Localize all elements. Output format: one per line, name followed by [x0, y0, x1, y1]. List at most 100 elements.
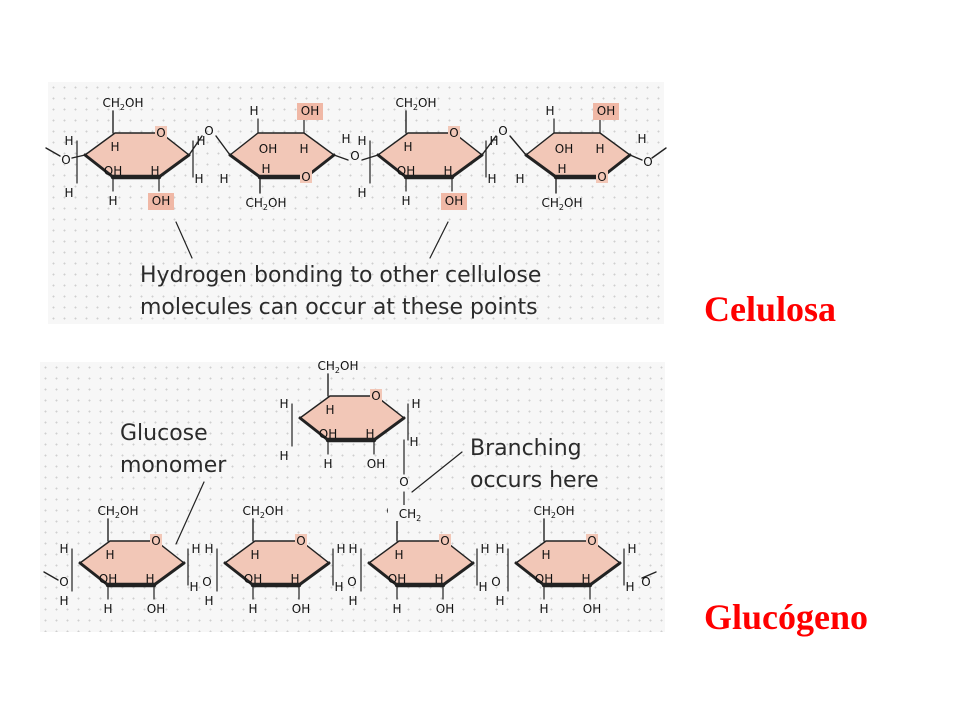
hydrogen-atom: H	[625, 580, 634, 594]
bonding-site-highlight	[297, 103, 323, 120]
hydrogen-atom: H	[487, 172, 496, 186]
hydrogen-atom: H	[261, 162, 270, 176]
annotation-pointer	[175, 481, 205, 545]
ring-front-edge	[367, 561, 399, 587]
cellulose-note-line2: molecules can occur at these points	[140, 295, 538, 320]
glycosidic-oxygen: O	[61, 153, 70, 167]
hydrogen-atom: H	[392, 602, 401, 616]
ring-oxygen-backdrop	[439, 534, 451, 547]
hydrogen-atom: H	[411, 397, 420, 411]
ring-oxygen-backdrop	[150, 534, 162, 547]
chain-end-bond	[43, 571, 59, 581]
glycosidic-bond	[629, 154, 643, 161]
glycosidic-bond	[215, 135, 231, 156]
chain-end-bond	[651, 147, 667, 159]
hydroxyl-group: OH	[319, 427, 337, 441]
hydrogen-atom: H	[357, 186, 366, 200]
ch2oh-group-label: CH2OH	[318, 359, 359, 375]
chain-end-bond	[45, 147, 61, 157]
hydrogen-atom: H	[557, 162, 566, 176]
ring-oxygen-atom: O	[440, 534, 449, 548]
ring-front-edge	[78, 561, 110, 587]
hydrogen-atom: H	[250, 548, 259, 562]
ring-oxygen-backdrop	[370, 389, 382, 402]
hydrogen-atom: H	[325, 403, 334, 417]
hydrogen-atom: H	[489, 134, 498, 148]
hydrogen-atom: H	[495, 594, 504, 608]
hydrogen-atom: H	[541, 548, 550, 562]
hydrogen-atom: H	[108, 194, 117, 208]
ring-front-edge	[298, 416, 330, 442]
hydrogen-atom: H	[299, 142, 308, 156]
hydrogen-atom: H	[595, 142, 604, 156]
glycosidic-oxygen: O	[491, 575, 500, 589]
ring-oxygen-atom: O	[597, 170, 606, 184]
hydrogen-atom: H	[478, 580, 487, 594]
hydrogen-atom: H	[627, 542, 636, 556]
cellulose-panel	[48, 82, 664, 324]
ring-front-edge	[152, 561, 186, 587]
bonding-site-highlight	[593, 103, 619, 120]
glucose-monomer-line2: monomer	[120, 453, 227, 478]
ring-front-edge	[514, 561, 546, 587]
hydrogen-atom: H	[334, 580, 343, 594]
hydroxyl-group: OH	[436, 602, 454, 616]
hydroxyl-group: OH	[597, 104, 615, 118]
hydrogen-atom: H	[357, 134, 366, 148]
cellulose-note-line1: Hydrogen bonding to other cellulose	[140, 263, 541, 288]
glycosidic-oxygen: O	[641, 575, 650, 589]
hydrogen-atom: H	[145, 572, 154, 586]
ch2oh-group-label: CH2OH	[103, 96, 144, 112]
hydroxyl-group: OH	[301, 104, 319, 118]
hydrogen-atom: H	[204, 594, 213, 608]
ring-oxygen-backdrop	[596, 170, 608, 183]
hydrogen-atom: H	[150, 164, 159, 178]
hydrogen-atom: H	[495, 542, 504, 556]
hydrogen-atom: H	[341, 132, 350, 146]
hydrogen-atom: H	[365, 427, 374, 441]
annotation-pointer	[429, 221, 449, 259]
ring-front-edge	[83, 153, 115, 179]
ring-oxygen-atom: O	[449, 126, 458, 140]
ring-front-edge	[450, 153, 484, 179]
sugar-ring	[376, 132, 484, 178]
hydroxyl-group: OH	[259, 142, 277, 156]
hydrogen-atom: H	[196, 134, 205, 148]
hydrogen-atom: H	[194, 172, 203, 186]
branching-line1: Branching	[470, 436, 582, 461]
ring-oxygen-atom: O	[301, 170, 310, 184]
hydrogen-atom: H	[59, 542, 68, 556]
annotation-pointer	[411, 451, 463, 493]
glycosidic-bond	[71, 154, 86, 159]
hydrogen-atom: H	[219, 172, 228, 186]
hydrogen-atom: H	[409, 435, 418, 449]
sugar-ring	[524, 132, 632, 178]
hydrogen-atom: H	[290, 572, 299, 586]
hydrogen-atom: H	[64, 186, 73, 200]
sugar-ring	[298, 395, 406, 441]
hydrogen-atom: H	[394, 548, 403, 562]
glycosidic-oxygen: O	[498, 124, 507, 138]
hydroxyl-group: OH	[99, 572, 117, 586]
hydrogen-atom: H	[443, 164, 452, 178]
hydroxyl-group: OH	[152, 194, 170, 208]
ring-oxygen-atom: O	[587, 534, 596, 548]
hydroxyl-group: OH	[292, 602, 310, 616]
ring-front-edge	[441, 561, 475, 587]
sugar-ring	[223, 540, 331, 586]
hydrogen-atom: H	[348, 594, 357, 608]
annotation-pointer	[175, 221, 193, 259]
sugar-ring	[83, 132, 191, 178]
ring-front-edge	[524, 153, 558, 179]
ring-oxygen-atom: O	[296, 534, 305, 548]
hydrogen-atom: H	[480, 542, 489, 556]
hydrogen-atom: H	[401, 194, 410, 208]
hydrogen-atom: H	[204, 542, 213, 556]
glycosidic-oxygen: O	[350, 149, 359, 163]
ch2oh-group-label: CH2OH	[98, 504, 139, 520]
hydrogen-atom: H	[279, 449, 288, 463]
sugar-ring	[514, 540, 622, 586]
hydrogen-atom: H	[515, 172, 524, 186]
glycosidic-bond	[481, 135, 497, 156]
